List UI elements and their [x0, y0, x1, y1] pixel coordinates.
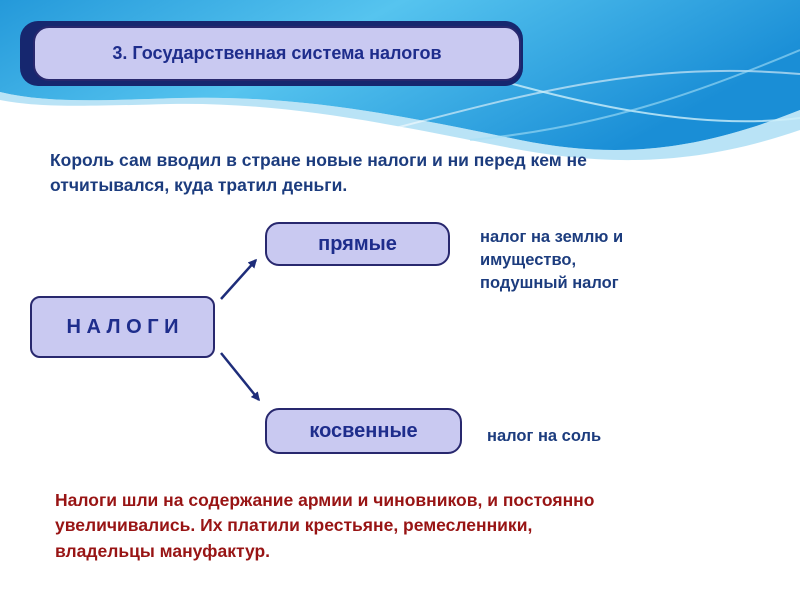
indirect-taxes-box: косвенные — [265, 408, 462, 454]
indirect-taxes-label: косвенные — [309, 419, 418, 442]
indirect-taxes-note: налог на соль — [487, 427, 602, 445]
intro-paragraph: Король сам вводил в стране новые налоги … — [50, 150, 587, 196]
footer-paragraph: Налоги шли на содержание армии и чиновни… — [55, 490, 595, 561]
arrow-to-indirect — [220, 352, 260, 402]
direct-taxes-label: прямые — [318, 232, 397, 255]
arrow-to-direct — [220, 258, 258, 300]
direct-taxes-box: прямые — [265, 222, 450, 266]
taxes-root-box: Н А Л О Г И — [30, 296, 215, 358]
slide-title: 3. Государственная система налогов — [112, 43, 442, 63]
slide-title-box: 3. Государственная система налогов — [33, 26, 521, 81]
direct-taxes-note: налог на землю и имущество, подушный нал… — [480, 228, 624, 292]
taxes-root-label: Н А Л О Г И — [66, 315, 179, 338]
